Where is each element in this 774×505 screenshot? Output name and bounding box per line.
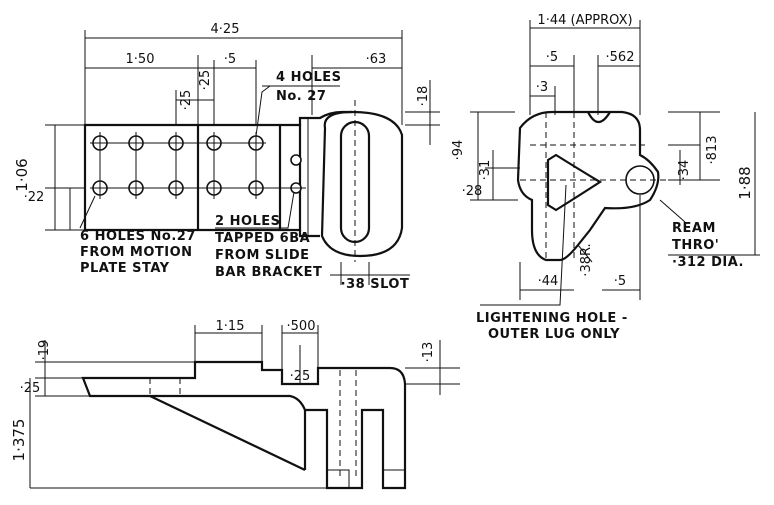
dim-plan-25a: ·25 bbox=[20, 381, 41, 396]
note-6-holes: 6 HOLES No.27 bbox=[80, 229, 196, 244]
dim-plan-1375: 1·375 bbox=[10, 419, 28, 462]
dim-plan-500: ·500 bbox=[287, 319, 316, 334]
dim-overall-length: 4·25 bbox=[211, 22, 240, 37]
note-6-holes-stay: PLATE STAY bbox=[80, 261, 170, 276]
dim-left-span: 1·50 bbox=[126, 52, 155, 67]
dim-slot: ·38 SLOT bbox=[341, 277, 410, 292]
dim-plan-13: ·13 bbox=[421, 342, 436, 363]
dim-side-28: ·28 bbox=[462, 184, 483, 199]
dim-side-five: ·5 bbox=[546, 50, 558, 65]
dim-side-31: ·31 bbox=[478, 160, 493, 181]
note-lightening-hole: LIGHTENING HOLE - bbox=[476, 311, 628, 326]
dim-pitch-a: ·25 bbox=[198, 70, 213, 91]
note-4-holes: 4 HOLES bbox=[276, 70, 342, 85]
note-ream-dia: ·312 DIA. bbox=[672, 255, 744, 270]
note-ream-thro: THRO' bbox=[672, 238, 719, 253]
dim-top-step: ·18 bbox=[416, 86, 431, 107]
dim-pitch-c: ·25 bbox=[179, 90, 194, 111]
note-6-holes-from: FROM MOTION bbox=[80, 245, 193, 260]
dim-height: 1·06 bbox=[13, 158, 31, 191]
dim-plan-19: ·19 bbox=[37, 340, 52, 361]
front-elevation: 4·25 1·50 ·25 ·5 ·25 ·63 ·18 1·06 ·22 ·3… bbox=[13, 22, 440, 292]
dim-bottom-offset: ·22 bbox=[24, 190, 45, 205]
note-4-holes-no: No. 27 bbox=[276, 89, 326, 104]
dim-side-34: ·34 bbox=[677, 160, 692, 181]
dim-side-94: ·94 bbox=[451, 140, 466, 161]
dim-side-38r: ·38R. bbox=[579, 243, 594, 276]
note-2-holes-bracket: BAR BRACKET bbox=[215, 265, 322, 280]
dim-side-188: 1·88 bbox=[736, 166, 754, 199]
note-2-holes-tapped: TAPPED 6BA bbox=[215, 231, 310, 246]
note-2-holes-from: FROM SLIDE bbox=[215, 248, 310, 263]
note-2-holes: 2 HOLES bbox=[215, 214, 281, 229]
dim-side-three: ·3 bbox=[536, 80, 548, 95]
dim-side-813: ·813 bbox=[705, 136, 720, 165]
dim-side-562: ·562 bbox=[606, 50, 635, 65]
dim-pitch-b: ·5 bbox=[224, 52, 236, 67]
side-elevation: 1·44 (APPROX) ·5 ·562 ·3 ·94 ·31 ·28 ·34… bbox=[451, 13, 760, 342]
dim-plan-25b: ·25 bbox=[290, 369, 311, 384]
dim-side-approx: 1·44 (APPROX) bbox=[537, 13, 632, 28]
note-ream: REAM bbox=[672, 221, 716, 236]
dim-plan-115: 1·15 bbox=[216, 319, 245, 334]
dim-boss-offset: ·63 bbox=[366, 52, 387, 67]
dim-side-five-b: ·5 bbox=[614, 274, 626, 289]
dim-side-44: ·44 bbox=[538, 274, 559, 289]
plan-view: 1·15 ·500 ·19 ·25 ·25 ·13 1·375 bbox=[10, 319, 460, 490]
note-outer-lug: OUTER LUG ONLY bbox=[488, 327, 620, 342]
